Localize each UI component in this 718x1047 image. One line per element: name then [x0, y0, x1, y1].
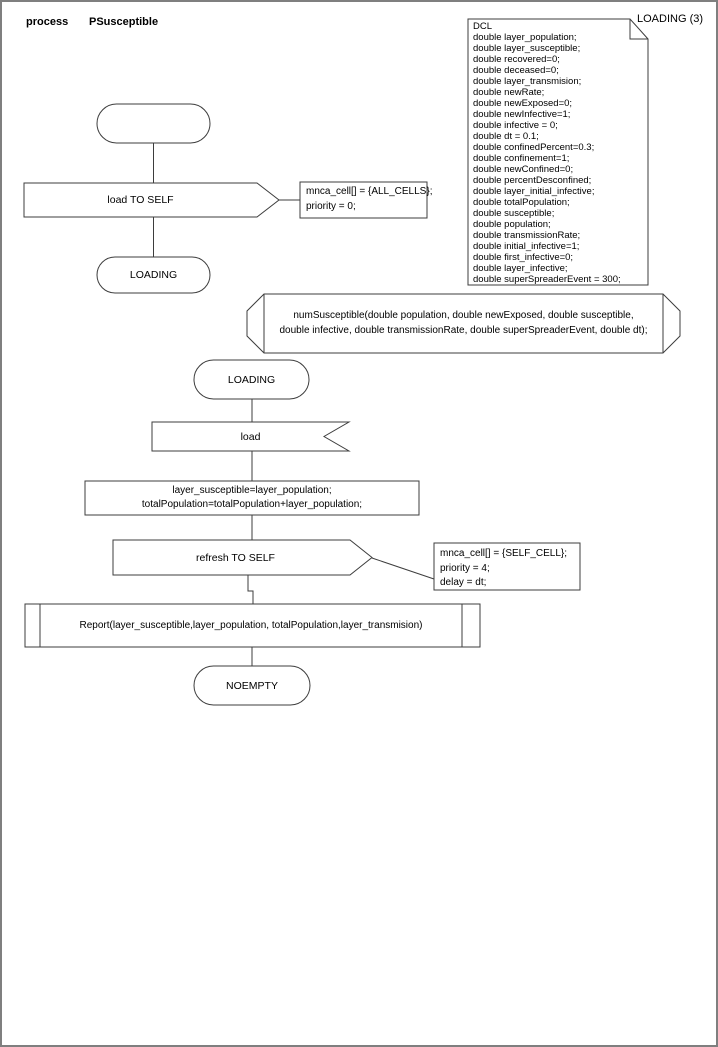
- state-loading1-shape: [96, 256, 211, 294]
- procedure-call-shape: [24, 603, 481, 648]
- task-assign-shape: [84, 480, 420, 516]
- output-load-label: load TO SELF: [107, 194, 174, 206]
- dcl-box-fold: [629, 19, 648, 40]
- start-state-shape: [96, 103, 211, 144]
- state-noempty-shape: [193, 665, 311, 706]
- connector-refresh-to-report: [247, 575, 254, 604]
- state-loading1-label: LOADING: [129, 269, 178, 281]
- comment-load-shape: [299, 181, 428, 219]
- page-label: LOADING (3): [637, 13, 704, 25]
- input-load-label: load: [240, 430, 261, 443]
- state-loading2-label: LOADING: [227, 373, 276, 386]
- dcl-box-shape: [467, 18, 649, 286]
- process-name: PSusceptible: [89, 16, 159, 28]
- process-kind-label: process: [26, 16, 69, 28]
- output-refresh-shape: [112, 539, 373, 576]
- comment-refresh-shape: [433, 542, 581, 591]
- task-assign-text: layer_susceptible=layer_population;total…: [141, 484, 363, 511]
- output-load-shape: [23, 182, 280, 218]
- procedure-call-label: Report(layer_susceptible,layer_populatio…: [79, 620, 423, 631]
- output-refresh-label: refresh TO SELF: [196, 551, 275, 564]
- connector-refresh-to-comment: [371, 557, 435, 580]
- input-load-shape: [151, 421, 351, 452]
- state-loading2-shape: [193, 359, 310, 400]
- comment-load-text: mnca_cell[] = {ALL_CELLS};priority = 0;: [306, 186, 433, 212]
- comment-refresh-text: mnca_cell[] = {SELF_CELL};priority = 4;d…: [440, 548, 568, 588]
- state-noempty-label: NOEMPTY: [226, 679, 278, 692]
- procedure-declaration-text: numSusceptible(double population, double…: [279, 310, 648, 336]
